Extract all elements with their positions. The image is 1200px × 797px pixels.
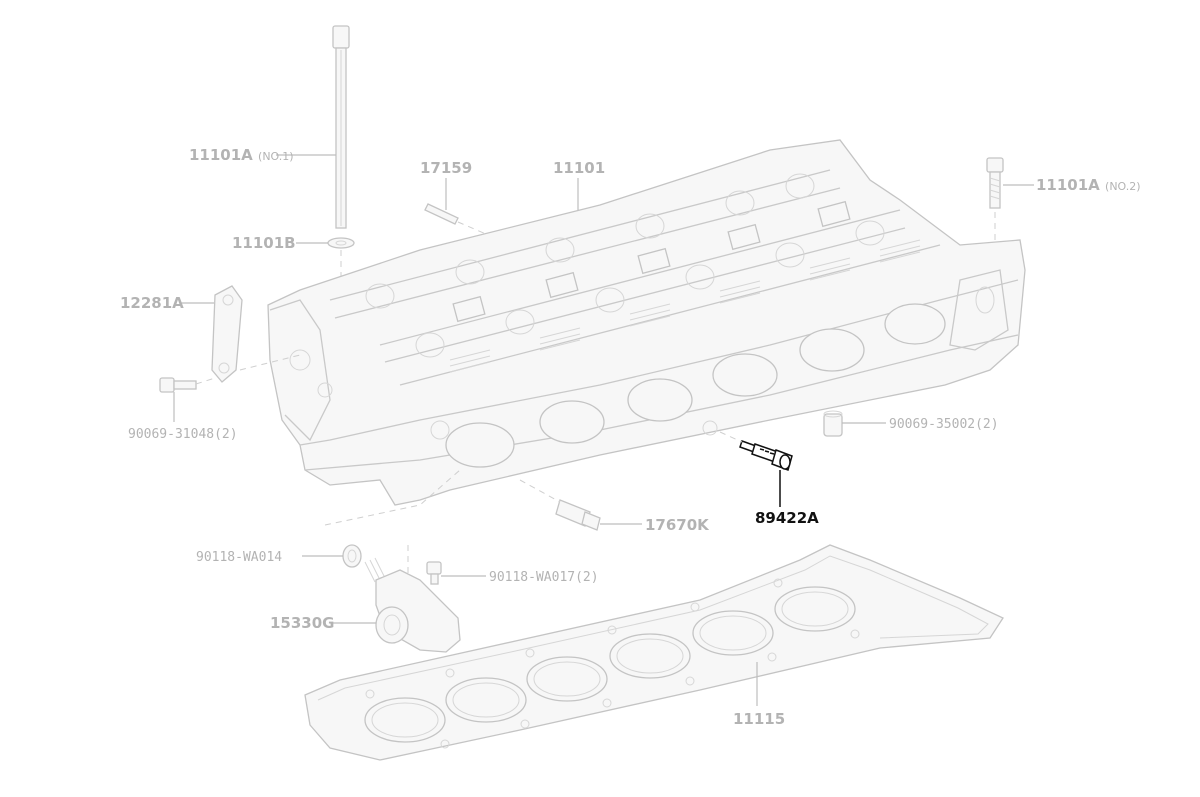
label-17159: 17159 xyxy=(420,159,472,177)
head-gasket-11115[interactable] xyxy=(304,544,1004,761)
sensor-axis-line xyxy=(719,431,743,443)
washer-11101b[interactable] xyxy=(327,237,355,249)
valve-axis-line xyxy=(519,479,561,503)
check-valve-17670k[interactable] xyxy=(555,499,601,531)
o-ring-90118-wa014[interactable] xyxy=(342,544,362,568)
label-90118-wa014: 90118-WA014 xyxy=(196,550,282,565)
leader-lines xyxy=(173,154,1034,706)
dowel-pin-17159[interactable] xyxy=(424,203,459,225)
label-17670k: 17670K xyxy=(645,516,710,534)
label-11101: 11101 xyxy=(553,159,605,177)
bolt-31048-axis xyxy=(195,377,216,385)
engine-hanger-12281a[interactable] xyxy=(211,285,243,383)
label-90069-31048: 90069-31048(2) xyxy=(128,427,238,442)
head-bolt-no1[interactable] xyxy=(332,25,350,229)
label-11115: 11115 xyxy=(733,710,785,728)
temperature-sensor-89422a[interactable] xyxy=(739,440,793,471)
label-12281a: 12281A xyxy=(120,294,184,312)
bolt-90069-31048[interactable] xyxy=(159,377,197,393)
oil-control-valve-15330g[interactable] xyxy=(364,557,461,653)
head-bolt-no2[interactable] xyxy=(986,157,1004,209)
cylinder-head-11101[interactable] xyxy=(267,139,1026,506)
label-90069-35002: 90069-35002(2) xyxy=(889,417,999,432)
label-11101a-no1: 11101A (NO.1) xyxy=(189,146,294,164)
solenoid-axis-line xyxy=(324,469,461,526)
label-15330g: 15330G xyxy=(270,614,335,632)
label-11101b: 11101B xyxy=(232,234,296,252)
bolt-90118-wa017[interactable] xyxy=(426,561,442,585)
label-89422a: 89422A xyxy=(755,509,819,527)
plug-90069-35002[interactable] xyxy=(823,410,843,437)
label-11101a-no2: 11101A (NO.2) xyxy=(1036,176,1141,194)
label-90118-wa017: 90118-WA017(2) xyxy=(489,570,599,585)
